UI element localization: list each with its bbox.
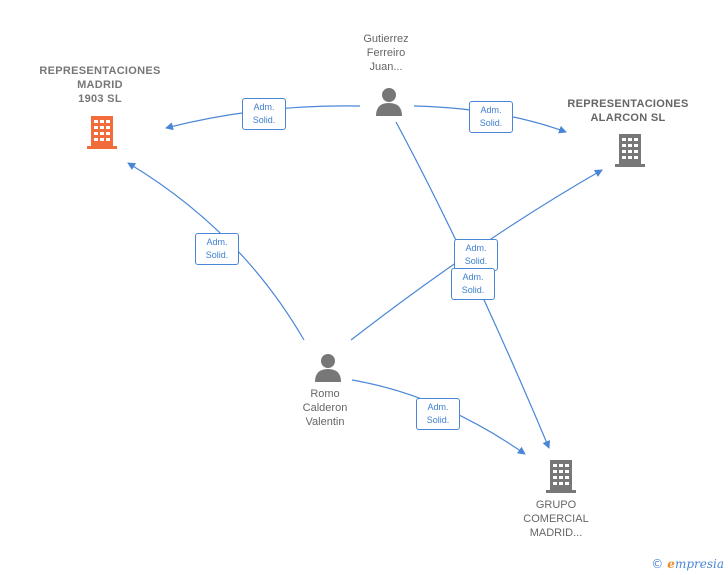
rep-madrid-label[interactable]: REPRESENTACIONES MADRID 1903 SL bbox=[39, 65, 161, 105]
edge-label-romo-rep-madrid[interactable]: Adm. Solid. bbox=[195, 233, 239, 265]
edge-label-romo-grupo[interactable]: Adm. Solid. bbox=[416, 398, 460, 430]
copyright-symbol: © bbox=[651, 557, 664, 571]
grupo-label[interactable]: GRUPO COMERCIAL MADRID... bbox=[523, 499, 589, 539]
edge-label-gutierrez-grupo[interactable]: Adm. Solid. bbox=[451, 268, 495, 300]
brand-logo[interactable]: ©empresia bbox=[651, 557, 724, 571]
building-icon[interactable] bbox=[86, 114, 118, 150]
romo-label[interactable]: Romo Calderon Valentin bbox=[302, 388, 348, 428]
edge-label-gutierrez-rep-alarcon[interactable]: Adm. Solid. bbox=[469, 101, 513, 133]
person-icon[interactable] bbox=[374, 86, 404, 116]
building-icon[interactable] bbox=[614, 132, 646, 168]
person-icon[interactable] bbox=[313, 352, 343, 382]
building-icon[interactable] bbox=[545, 458, 577, 494]
gutierrez-label[interactable]: Gutierrez Ferreiro Juan... bbox=[363, 33, 409, 73]
edge-label-romo-rep-alarcon[interactable]: Adm. Solid. bbox=[454, 239, 498, 271]
brand-initial: e bbox=[667, 557, 675, 571]
edge-label-gutierrez-rep-madrid[interactable]: Adm. Solid. bbox=[242, 98, 286, 130]
rep-alarcon-label[interactable]: REPRESENTACIONES ALARCON SL bbox=[567, 98, 689, 124]
brand-name: mpresia bbox=[674, 557, 724, 571]
